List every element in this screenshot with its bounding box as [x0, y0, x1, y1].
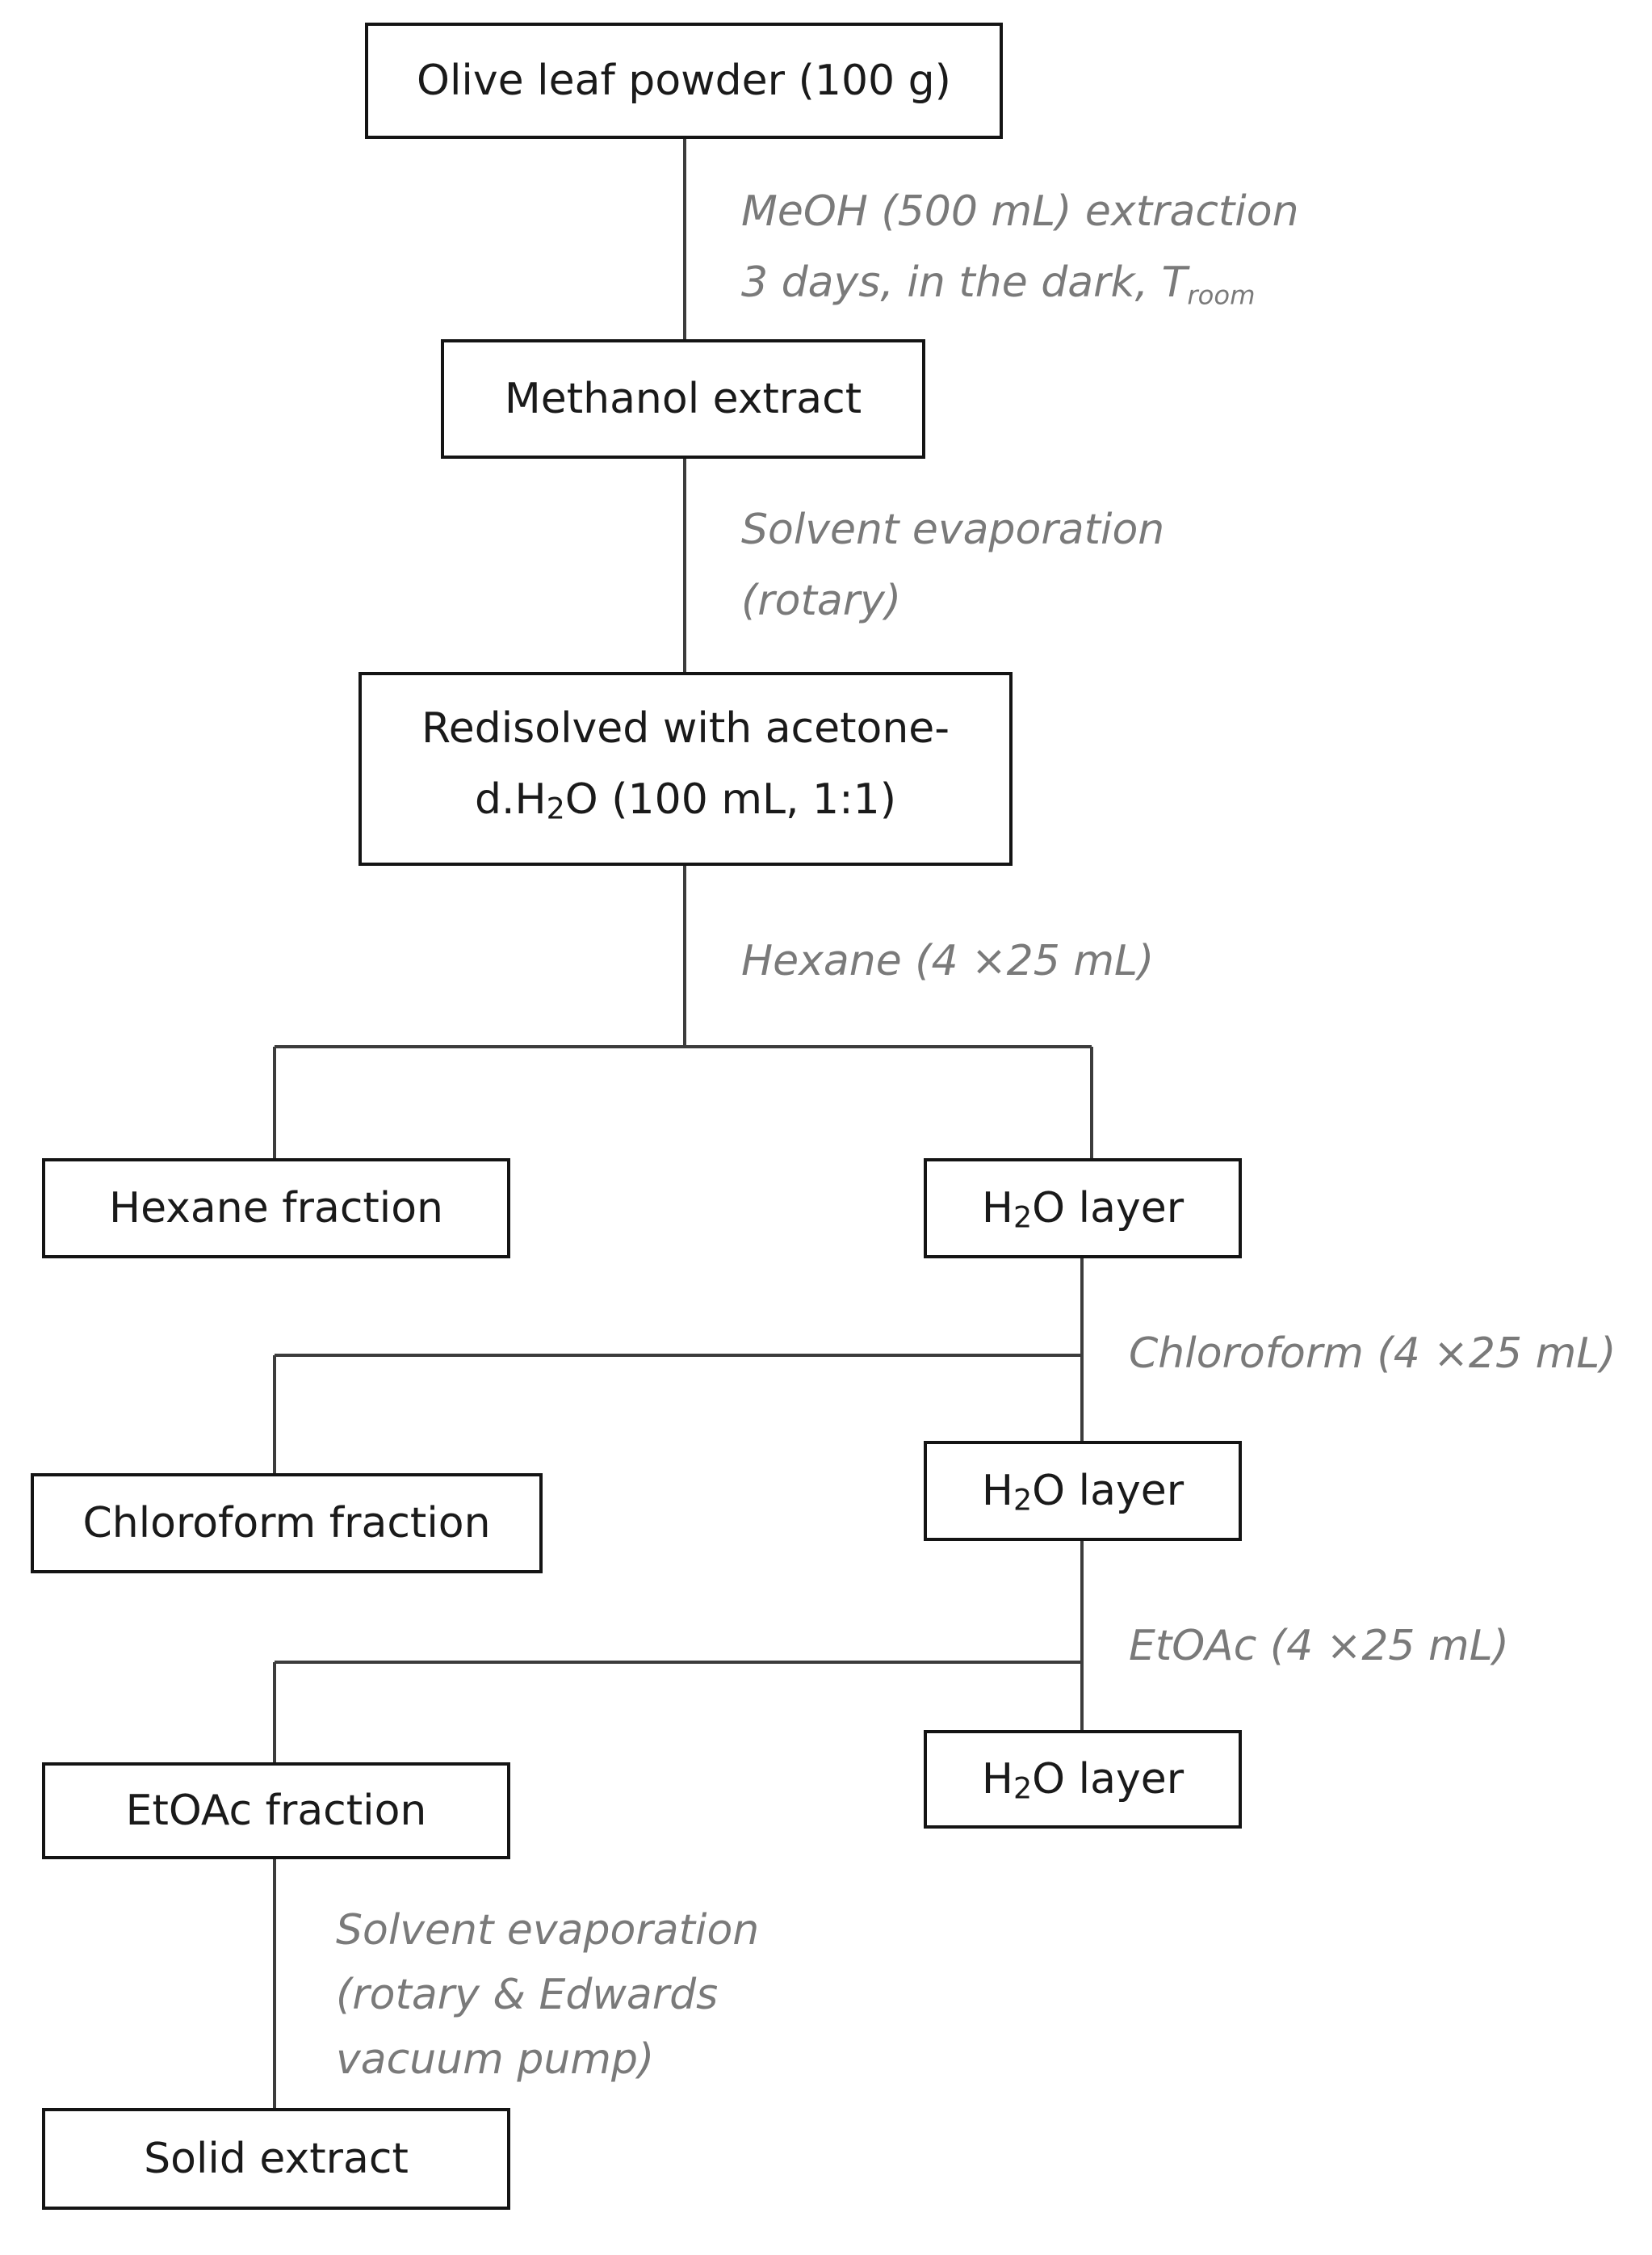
solvent-evaporation-note-1-line1: Solvent evaporation — [741, 506, 1165, 554]
etoac-step-label: EtOAc (4 ×25 mL) — [1129, 1622, 1509, 1670]
etoac-step-note: EtOAc (4 ×25 mL) — [1129, 1610, 1509, 1682]
h2o-layer-box-2: H2O layer — [924, 1441, 1242, 1541]
olive-leaf-powder-box: Olive leaf powder (100 g) — [365, 23, 1003, 139]
hexane-fraction-box: Hexane fraction — [42, 1158, 510, 1258]
solvent-evaporation-note-2-line3: vacuum pump) — [336, 2035, 655, 2084]
chloroform-step-note: Chloroform (4 ×25 mL) — [1129, 1318, 1616, 1389]
solid-extract-box: Solid extract — [42, 2108, 510, 2210]
h2o-layer-label-1: H2O layer — [981, 1184, 1184, 1235]
solvent-evaporation-note-2: Solvent evaporation (rotary & Edwards va… — [336, 1898, 759, 2092]
olive-leaf-powder-label: Olive leaf powder (100 g) — [417, 57, 951, 105]
chloroform-fraction-label: Chloroform fraction — [82, 1499, 491, 1547]
solvent-evaporation-note-1: Solvent evaporation (rotary) — [741, 494, 1164, 636]
meoh-extraction-note: MeOH (500 mL) extraction 3 days, in the … — [741, 176, 1299, 318]
chloroform-fraction-box: Chloroform fraction — [31, 1473, 543, 1573]
solvent-evaporation-note-2-line2: (rotary & Edwards — [336, 1971, 719, 2019]
h2o-layer-label-3: H2O layer — [981, 1755, 1184, 1806]
solvent-evaporation-note-1-line2: (rotary) — [741, 577, 902, 625]
h2o-layer-box-3: H2O layer — [924, 1730, 1242, 1829]
hexane-fraction-label: Hexane fraction — [108, 1184, 444, 1232]
chloroform-step-label: Chloroform (4 ×25 mL) — [1129, 1329, 1616, 1378]
solid-extract-label: Solid extract — [144, 2135, 409, 2183]
redissolved-label-line2: d.H2O (100 mL, 1:1) — [475, 775, 896, 826]
etoac-fraction-label: EtOAc fraction — [125, 1787, 427, 1835]
meoh-extraction-note-line2: 3 days, in the dark, Troom — [741, 258, 1256, 311]
hexane-step-label: Hexane (4 ×25 mL) — [741, 937, 1155, 985]
etoac-fraction-box: EtOAc fraction — [42, 1762, 510, 1859]
redissolved-label-line1: Redisolved with acetone- — [421, 704, 950, 753]
methanol-extract-label: Methanol extract — [504, 375, 862, 423]
meoh-extraction-note-line1: MeOH (500 mL) extraction — [741, 187, 1299, 236]
h2o-layer-box-1: H2O layer — [924, 1158, 1242, 1258]
hexane-step-note: Hexane (4 ×25 mL) — [741, 926, 1154, 997]
h2o-layer-label-2: H2O layer — [981, 1467, 1184, 1518]
methanol-extract-box: Methanol extract — [441, 339, 925, 459]
solvent-evaporation-note-2-line1: Solvent evaporation — [336, 1906, 760, 1955]
redissolved-box: Redisolved with acetone- d.H2O (100 mL, … — [358, 672, 1013, 866]
